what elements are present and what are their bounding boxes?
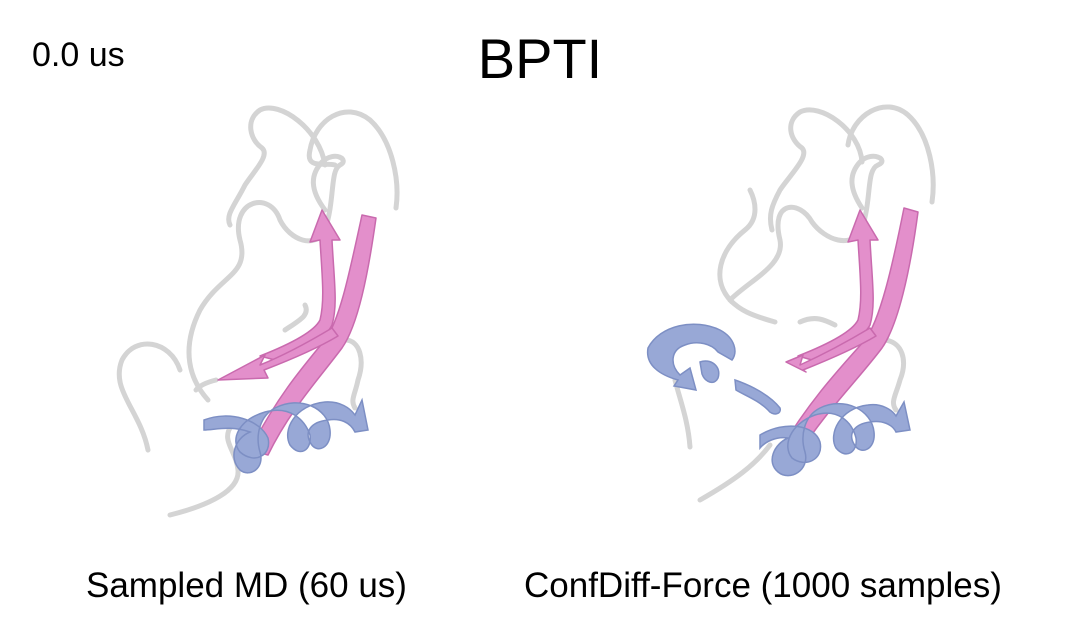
beta-strand <box>785 327 877 373</box>
coil-loop <box>193 377 219 393</box>
coil-loop <box>116 341 183 453</box>
coil-loop <box>717 187 758 305</box>
alpha-helix <box>759 399 911 477</box>
caption-sampled-md: Sampled MD (60 us) <box>86 566 407 605</box>
alpha-helix <box>646 323 736 391</box>
coil-loop <box>797 316 838 328</box>
coil-loop <box>306 109 400 211</box>
coil-loop <box>186 153 346 403</box>
protein-structure-right <box>646 104 936 503</box>
coil-loop <box>697 442 773 503</box>
coil-loop <box>342 337 364 411</box>
alpha-helix <box>699 360 720 384</box>
coil-loop <box>845 104 936 205</box>
coil-loop <box>767 107 865 233</box>
alpha-helix <box>734 378 781 415</box>
protein-structure-left <box>116 105 400 518</box>
coil-loop <box>282 302 309 333</box>
alpha-helix <box>203 397 369 474</box>
coil-loop <box>727 297 778 325</box>
coil-loop <box>167 422 241 518</box>
coil-loop <box>672 377 693 450</box>
beta-strand <box>217 327 339 381</box>
coil-loop <box>882 337 906 413</box>
coil-loop <box>226 105 328 228</box>
time-label: 0.0 us <box>32 36 125 74</box>
figure-title: BPTI <box>477 27 603 90</box>
caption-confdiff-force: ConfDiff-Force (1000 samples) <box>524 566 1002 605</box>
